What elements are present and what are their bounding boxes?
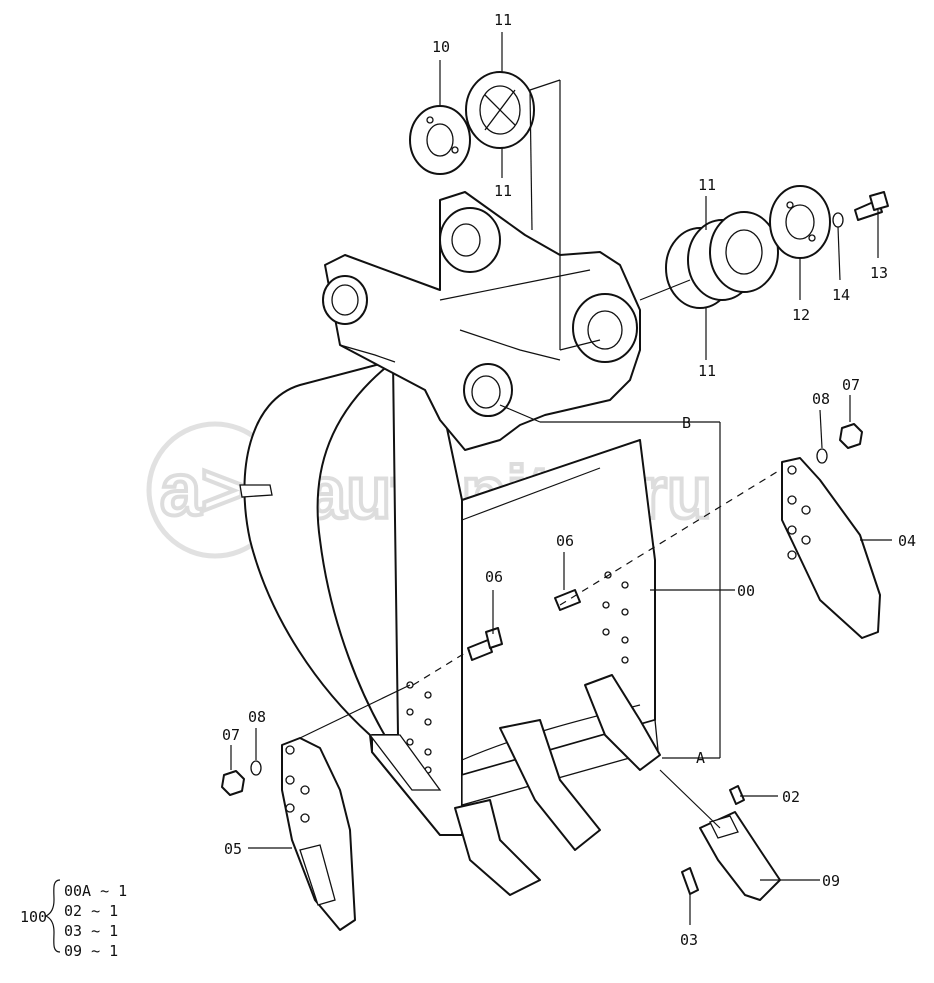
label-02: 02	[782, 788, 800, 806]
kit-brace	[44, 879, 61, 953]
label-08-right: 08	[812, 390, 830, 408]
label-06-right: 06	[556, 532, 574, 550]
leader-lines	[230, 32, 892, 925]
label-08-left: 08	[248, 708, 266, 726]
spacer-set-right	[665, 185, 889, 309]
tooth-assembly	[681, 785, 781, 901]
spacer-set-upper	[409, 71, 535, 175]
label-13: 13	[870, 264, 888, 282]
label-03: 03	[680, 931, 698, 949]
label-12: 12	[792, 306, 810, 324]
kit-line-4: 09 ~ 1	[64, 942, 118, 960]
kit-line-1: 00A ~ 1	[64, 882, 127, 900]
teeth-row	[368, 674, 661, 896]
label-10: 10	[432, 38, 450, 56]
label-11-top: 11	[494, 11, 512, 29]
label-04: 04	[898, 532, 916, 550]
label-07-right: 07	[842, 376, 860, 394]
bolts-06	[467, 589, 581, 661]
kit-line-3: 03 ~ 1	[64, 922, 118, 940]
watermark-logo: a>	[160, 448, 244, 531]
label-07-left: 07	[222, 726, 240, 744]
kit-line-2: 02 ~ 1	[64, 902, 118, 920]
label-05: 05	[224, 840, 242, 858]
label-11-upper-bottom: 11	[494, 182, 512, 200]
label-14: 14	[832, 286, 850, 304]
label-11-right-top: 11	[698, 176, 716, 194]
label-00: 00	[737, 582, 755, 600]
side-cutter-right	[781, 423, 881, 639]
label-11-right-bottom: 11	[698, 362, 716, 380]
side-cutter-left	[221, 737, 356, 931]
kit-list: 100 00A ~ 1 02 ~ 1 03 ~ 1 09 ~ 1	[20, 879, 127, 960]
callout-labels: 10 11 11 11 11 12 13 14 08 07 B 04 06 00…	[222, 11, 916, 949]
label-09: 09	[822, 872, 840, 890]
kit-number: 100	[20, 908, 47, 926]
label-B: B	[682, 414, 691, 432]
label-06-left: 06	[485, 568, 503, 586]
label-A: A	[696, 749, 705, 767]
